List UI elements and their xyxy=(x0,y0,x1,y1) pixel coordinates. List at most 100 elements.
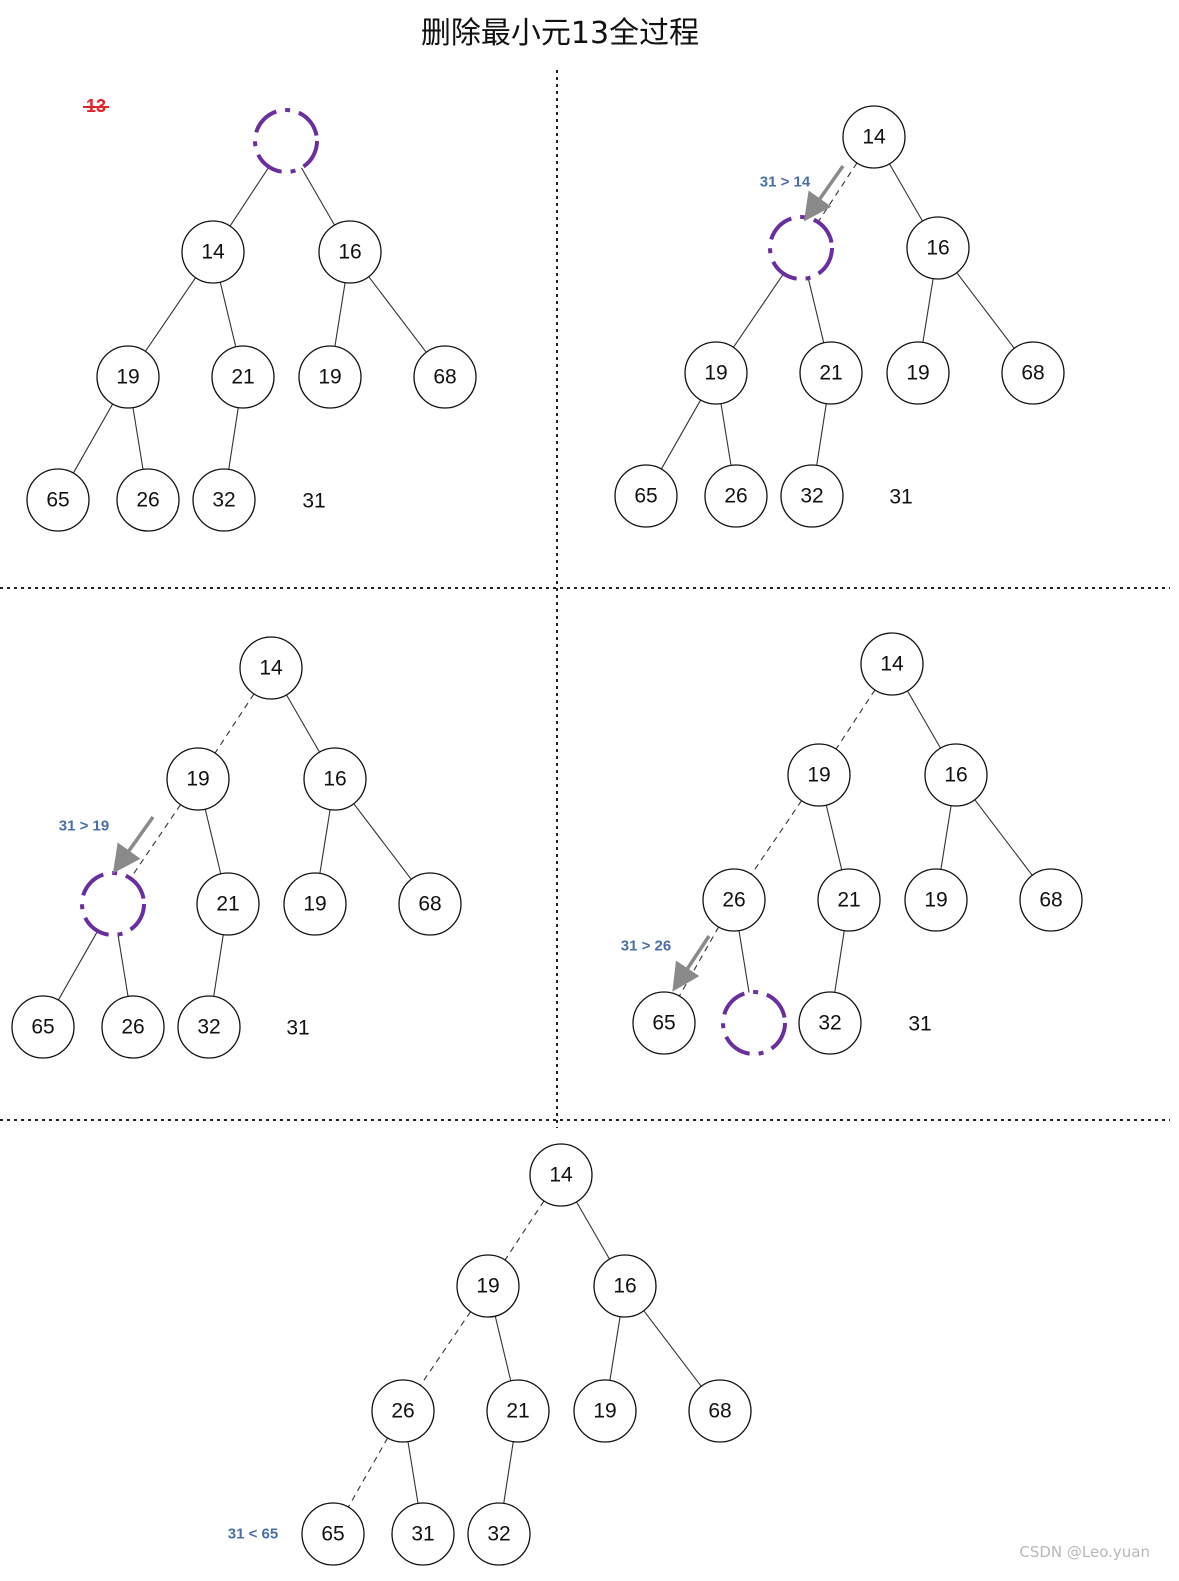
node-circle xyxy=(413,345,477,409)
node-value: 21 xyxy=(837,889,860,912)
heap-node: 16 xyxy=(906,216,970,280)
node-circle xyxy=(298,345,362,409)
node-value: 26 xyxy=(724,485,747,508)
tree-edge xyxy=(678,926,720,997)
tree-edge xyxy=(956,272,1015,349)
node-circle xyxy=(181,220,245,284)
heap-node: 19 xyxy=(787,743,851,807)
tree-edge xyxy=(407,1441,419,1504)
tree-edge xyxy=(807,278,825,343)
tree-edge xyxy=(750,800,803,875)
move-arrow-icon xyxy=(112,815,155,874)
pending-value: 31 xyxy=(302,490,325,513)
node-circle xyxy=(371,1379,435,1443)
node-value: 16 xyxy=(613,1275,636,1298)
heap-node: 68 xyxy=(1001,341,1065,405)
heap-node: 68 xyxy=(1019,868,1083,932)
tree-edge xyxy=(347,1437,389,1508)
tree-edge xyxy=(319,809,331,874)
node-circle xyxy=(211,345,275,409)
empty-slot xyxy=(768,215,834,281)
comparison-note: 31 > 26 xyxy=(621,938,671,955)
node-circle xyxy=(26,468,90,532)
node-value: 21 xyxy=(819,362,842,385)
node-value: 16 xyxy=(338,241,361,264)
node-value: 26 xyxy=(391,1400,414,1423)
heap-node: 19 xyxy=(573,1379,637,1443)
heap-node: 26 xyxy=(116,468,180,532)
tree-edge xyxy=(835,689,876,750)
comparison-note: 31 < 65 xyxy=(228,1526,278,1543)
tree-edge xyxy=(660,399,702,470)
tree-edge xyxy=(504,1200,545,1261)
node-circle xyxy=(1019,868,1083,932)
node-circle xyxy=(780,464,844,528)
node-circle xyxy=(166,747,230,811)
node-value: 21 xyxy=(506,1400,529,1423)
node-circle xyxy=(486,1379,550,1443)
node-circle xyxy=(614,464,678,528)
node-value: 32 xyxy=(212,489,235,512)
tree-edge xyxy=(889,163,923,222)
heap-node: 26 xyxy=(371,1379,435,1443)
comparison-note: 31 > 19 xyxy=(59,818,109,835)
node-value: 16 xyxy=(944,764,967,787)
node-value: 14 xyxy=(880,653,904,676)
tree-edge xyxy=(816,403,827,466)
heap-node: 16 xyxy=(924,743,988,807)
node-value: 65 xyxy=(652,1012,675,1035)
node-circle xyxy=(96,345,160,409)
node-value: 26 xyxy=(136,489,159,512)
empty-slot xyxy=(721,990,787,1056)
pending-value: 31 xyxy=(889,486,912,509)
node-circle xyxy=(573,1379,637,1443)
node-value: 16 xyxy=(323,768,346,791)
tree-edge xyxy=(940,805,952,870)
tree-edge xyxy=(129,804,182,879)
node-value: 19 xyxy=(186,768,209,791)
heap-node: 19 xyxy=(904,868,968,932)
empty-slot xyxy=(80,871,146,937)
tree-edge xyxy=(732,273,785,348)
heap-node: 65 xyxy=(301,1502,365,1566)
move-arrow-icon xyxy=(803,164,845,222)
node-circle xyxy=(529,1143,593,1207)
heap-node: 21 xyxy=(486,1379,550,1443)
node-circle xyxy=(702,868,766,932)
node-value: 65 xyxy=(46,489,69,512)
node-value: 19 xyxy=(704,362,727,385)
node-value: 19 xyxy=(476,1275,499,1298)
node-value: 14 xyxy=(201,241,225,264)
heap-node: 32 xyxy=(177,995,241,1059)
heap-node: 26 xyxy=(702,868,766,932)
tree-edge xyxy=(214,693,255,754)
heap-node: 19 xyxy=(684,341,748,405)
node-circle xyxy=(593,1254,657,1318)
heap-node: 14 xyxy=(181,220,245,284)
empty-slot-ring xyxy=(253,108,319,174)
node-circle xyxy=(456,1254,520,1318)
node-circle xyxy=(391,1502,455,1566)
heap-node: 68 xyxy=(688,1379,752,1443)
node-value: 21 xyxy=(231,366,254,389)
removed-value-marker: 13 xyxy=(83,96,109,116)
tree-edge xyxy=(72,403,114,474)
node-circle xyxy=(1001,341,1065,405)
tree-edge xyxy=(144,277,197,352)
heap-node: 32 xyxy=(192,468,256,532)
node-value: 19 xyxy=(906,362,929,385)
empty-slot-ring xyxy=(768,215,834,281)
node-circle xyxy=(303,747,367,811)
node-circle xyxy=(799,341,863,405)
node-circle xyxy=(239,636,303,700)
node-value: 65 xyxy=(31,1016,54,1039)
node-circle xyxy=(11,995,75,1059)
node-value: 19 xyxy=(116,366,139,389)
empty-slot-ring xyxy=(721,990,787,1056)
node-value: 68 xyxy=(433,366,456,389)
tree-edge xyxy=(609,1316,621,1381)
heap-node: 19 xyxy=(886,341,950,405)
